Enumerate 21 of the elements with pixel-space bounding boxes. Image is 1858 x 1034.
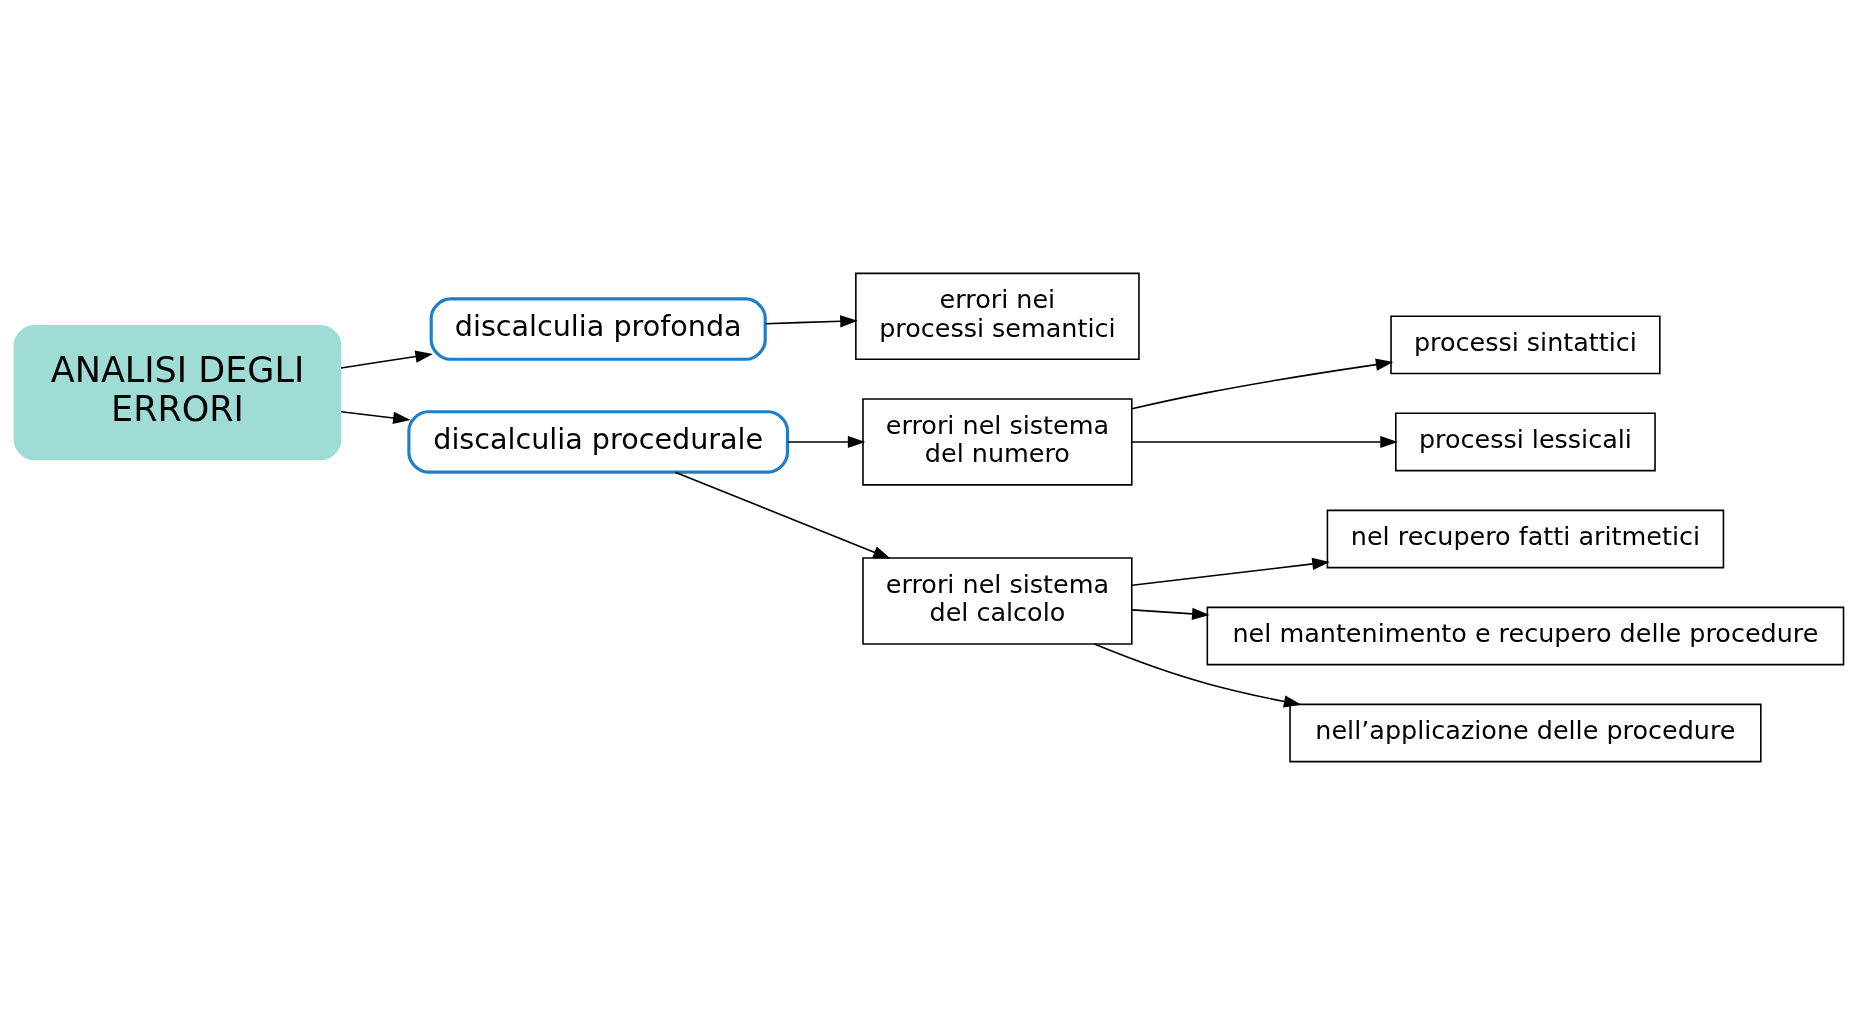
arrow	[787, 435, 866, 448]
arrow	[1131, 358, 1394, 410]
node-box: nel mantenimento e recupero delle procedure	[1206, 606, 1845, 665]
arrow	[340, 350, 433, 369]
node-box: processi sintattici	[1390, 315, 1661, 374]
arrow	[1131, 435, 1398, 448]
arrow	[340, 410, 411, 424]
node-box: nell’applicazione delle procedure	[1289, 703, 1762, 762]
node-box: discalculia procedurale	[407, 409, 790, 474]
node-box: errori nel sistema del numero	[862, 397, 1133, 486]
arrow	[674, 470, 891, 559]
arrow	[1093, 642, 1302, 708]
arrow	[1131, 557, 1330, 586]
arrow	[764, 314, 858, 327]
arrow	[1131, 607, 1210, 620]
node-box: errori nei processi semantici	[855, 272, 1140, 360]
node-box: nel recupero fatti aritmetici	[1326, 509, 1725, 568]
node-box: discalculia profonda	[429, 296, 767, 361]
node-box: ANALISI DEGLI ERRORI	[13, 324, 342, 460]
node-box: processi lessicali	[1395, 412, 1656, 471]
node-box: errori nel sistema del calcolo	[862, 556, 1133, 645]
